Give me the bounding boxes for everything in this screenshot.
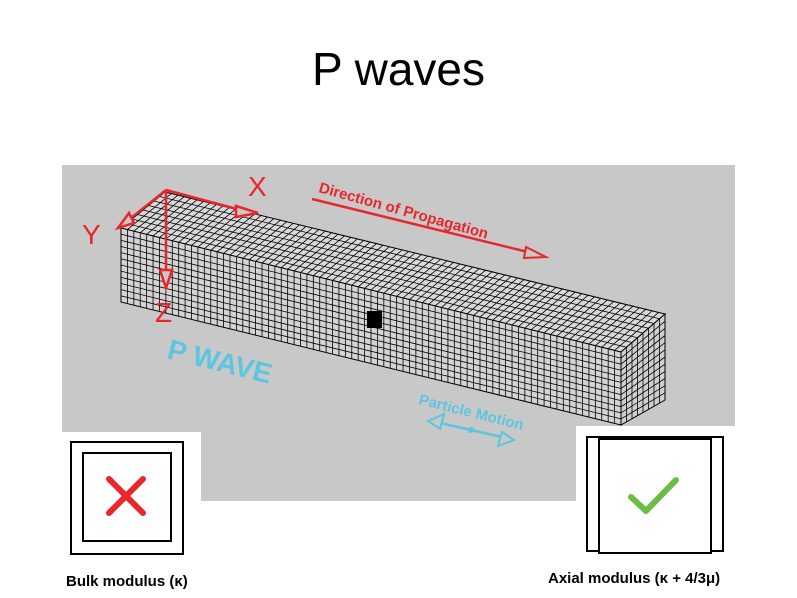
cross-icon <box>106 476 146 516</box>
grid-line <box>131 218 633 343</box>
grid-line <box>620 349 666 383</box>
particle-arrowhead-right <box>496 430 517 448</box>
grid-line <box>620 363 666 395</box>
grid-line <box>620 371 666 401</box>
y-axis <box>125 189 167 223</box>
y-arrowhead <box>114 210 136 231</box>
grid-line <box>620 335 666 371</box>
grid-line <box>620 342 666 377</box>
x-axis <box>165 188 249 214</box>
grid-line <box>120 283 622 408</box>
particle-arrowhead-left <box>425 412 446 431</box>
direction-label: Direction of Propagation <box>317 179 490 242</box>
grid-line <box>142 209 644 334</box>
grid-line <box>120 289 622 414</box>
axial-option-inner-box <box>598 438 712 554</box>
x-arrowhead <box>234 204 259 219</box>
grid-line <box>126 223 627 348</box>
grid-line <box>153 200 655 324</box>
bulk-modulus-caption: Bulk modulus (κ) <box>66 573 188 590</box>
grid-line <box>120 270 622 395</box>
grid-line <box>620 328 666 365</box>
z-axis-label: Z <box>155 297 172 328</box>
y-axis-label: Y <box>82 219 101 250</box>
axes <box>114 188 259 292</box>
grid-line <box>137 214 638 339</box>
particle-dot <box>468 427 474 433</box>
direction-arrowhead <box>522 245 550 260</box>
grid-line <box>120 295 622 420</box>
grid-line <box>148 205 649 329</box>
x-axis-label: X <box>248 171 267 202</box>
check-icon <box>628 477 679 514</box>
grid-line <box>620 356 666 389</box>
highlighted-cell <box>367 311 382 328</box>
grid-block <box>119 191 667 426</box>
grid-line <box>620 385 666 414</box>
direction-arrow <box>311 197 537 256</box>
grid-line <box>120 233 622 359</box>
grid-line <box>120 246 622 371</box>
slide-title: P waves <box>311 43 486 95</box>
axial-modulus-caption: Axial modulus (κ + 4/3μ) <box>548 570 721 587</box>
grid-line <box>120 276 622 402</box>
grid-line <box>620 320 666 359</box>
z-arrowhead <box>158 268 174 292</box>
p-wave-label: P WAVE <box>165 334 276 390</box>
grid-line <box>120 239 622 365</box>
grid-line <box>620 378 666 408</box>
grid-line <box>620 392 666 420</box>
